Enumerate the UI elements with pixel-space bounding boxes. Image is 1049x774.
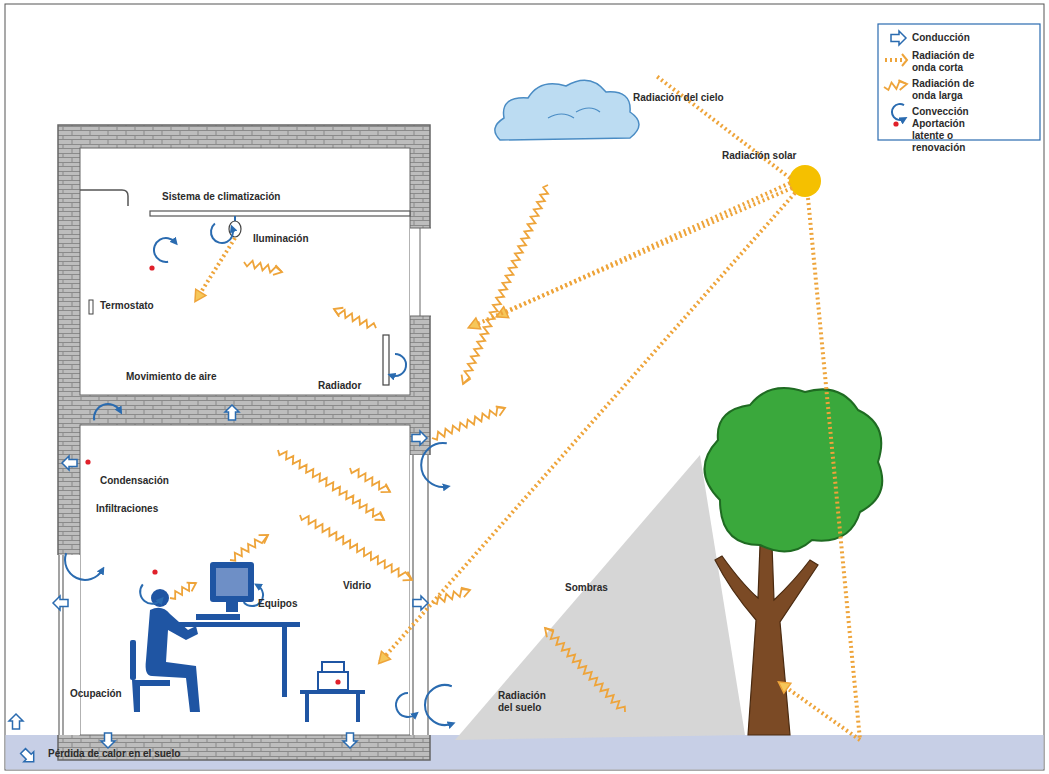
- hvac-duct: [150, 211, 410, 216]
- label: Sistema de climatización: [162, 191, 280, 203]
- computer: [175, 562, 365, 722]
- tree: [704, 388, 882, 735]
- conduction-arrow: [9, 714, 23, 729]
- convection-arrow: [892, 104, 904, 120]
- legend-text: Convección: [912, 106, 969, 118]
- longwave-radiation: [334, 309, 376, 328]
- shortwave-radiation: [808, 198, 860, 740]
- label: Infiltraciones: [96, 503, 158, 515]
- longwave-radiation: [300, 515, 412, 580]
- convection-arrow: [211, 224, 233, 243]
- label: Vidrio: [343, 580, 371, 592]
- latent-dot: [149, 265, 154, 270]
- longwave-head: [462, 375, 471, 384]
- longwave-head: [461, 588, 470, 598]
- shortwave-radiation: [196, 238, 235, 300]
- shortwave-head: [195, 289, 206, 302]
- shortwave-head: [379, 651, 391, 663]
- longwave-head: [496, 406, 505, 415]
- latent-dot: [85, 459, 90, 464]
- longwave-head: [403, 572, 412, 581]
- convection-arrow: [391, 354, 406, 376]
- convection-arrow: [421, 443, 447, 487]
- convection-arrow: [425, 685, 452, 725]
- label: Iluminación: [253, 233, 309, 245]
- latent-dot: [335, 679, 340, 684]
- longwave-radiation: [230, 535, 268, 561]
- building: [57, 125, 431, 760]
- label: Radiación solar: [722, 150, 796, 162]
- conduction-arrow: [21, 749, 34, 762]
- label: Radiación del suelo: [498, 690, 560, 714]
- latent-dot: [152, 569, 157, 574]
- convection-arrow: [140, 584, 161, 603]
- legend-text: Conducción: [912, 32, 970, 44]
- conduction-arrow: [343, 733, 357, 748]
- label: Ocupación: [70, 688, 122, 700]
- longwave-radiation: [170, 583, 196, 599]
- frame: [5, 4, 1044, 770]
- convection-arrow: [94, 404, 120, 420]
- convection-arrow: [154, 238, 175, 262]
- longwave-head: [187, 583, 196, 592]
- legend-text: Radiación de onda corta: [912, 50, 982, 74]
- conduction-arrow: [413, 596, 428, 610]
- conduction-arrow: [62, 456, 77, 470]
- legend-text: Radiación de onda larga: [912, 78, 982, 102]
- longwave-head: [375, 511, 384, 520]
- shortwave-radiation: [885, 58, 902, 62]
- conduction-arrow: [101, 733, 115, 748]
- shortwave-head: [778, 682, 790, 693]
- lamp: [229, 221, 241, 237]
- convection-arrow: [65, 553, 102, 580]
- longwave-radiation: [278, 450, 384, 520]
- legend-text: Aportación latente o renovación: [912, 118, 994, 154]
- label: Termostato: [100, 300, 154, 312]
- label: Movimiento de aire: [126, 371, 217, 383]
- person: [130, 589, 200, 712]
- conduction-arrow: [53, 596, 68, 610]
- radiator: [383, 335, 389, 385]
- latent-dot: [893, 121, 898, 126]
- label: Radiador: [318, 380, 361, 392]
- longwave-radiation: [432, 407, 505, 439]
- conduction-arrow: [225, 405, 239, 420]
- convection-arrow: [396, 693, 416, 717]
- conduction-arrow: [891, 31, 906, 45]
- shortwave-radiation: [498, 183, 790, 316]
- longwave-head: [898, 80, 907, 90]
- label: Condensación: [100, 475, 169, 487]
- shortwave-radiation: [655, 75, 790, 178]
- longwave-head: [334, 308, 343, 317]
- longwave-radiation: [350, 468, 390, 492]
- shortwave-radiation: [380, 193, 795, 662]
- label: Equipos: [258, 598, 297, 610]
- longwave-head: [259, 535, 268, 544]
- shadow: [455, 455, 745, 740]
- longwave-radiation: [463, 185, 548, 384]
- thermostat: [89, 300, 93, 314]
- label: Sombras: [565, 582, 608, 594]
- shortwave-radiation: [780, 683, 860, 740]
- longwave-head: [545, 628, 554, 637]
- cloud: [495, 80, 639, 140]
- label: Pérdida de calor en el suelo: [48, 748, 180, 760]
- conduction-arrow: [412, 431, 427, 445]
- longwave-head: [273, 265, 282, 275]
- label: Radiación del cielo: [633, 92, 724, 104]
- longwave-radiation: [545, 628, 625, 712]
- longwave-head: [381, 484, 390, 493]
- shortwave-head: [468, 318, 480, 329]
- legend-shortwave-head: [902, 54, 907, 66]
